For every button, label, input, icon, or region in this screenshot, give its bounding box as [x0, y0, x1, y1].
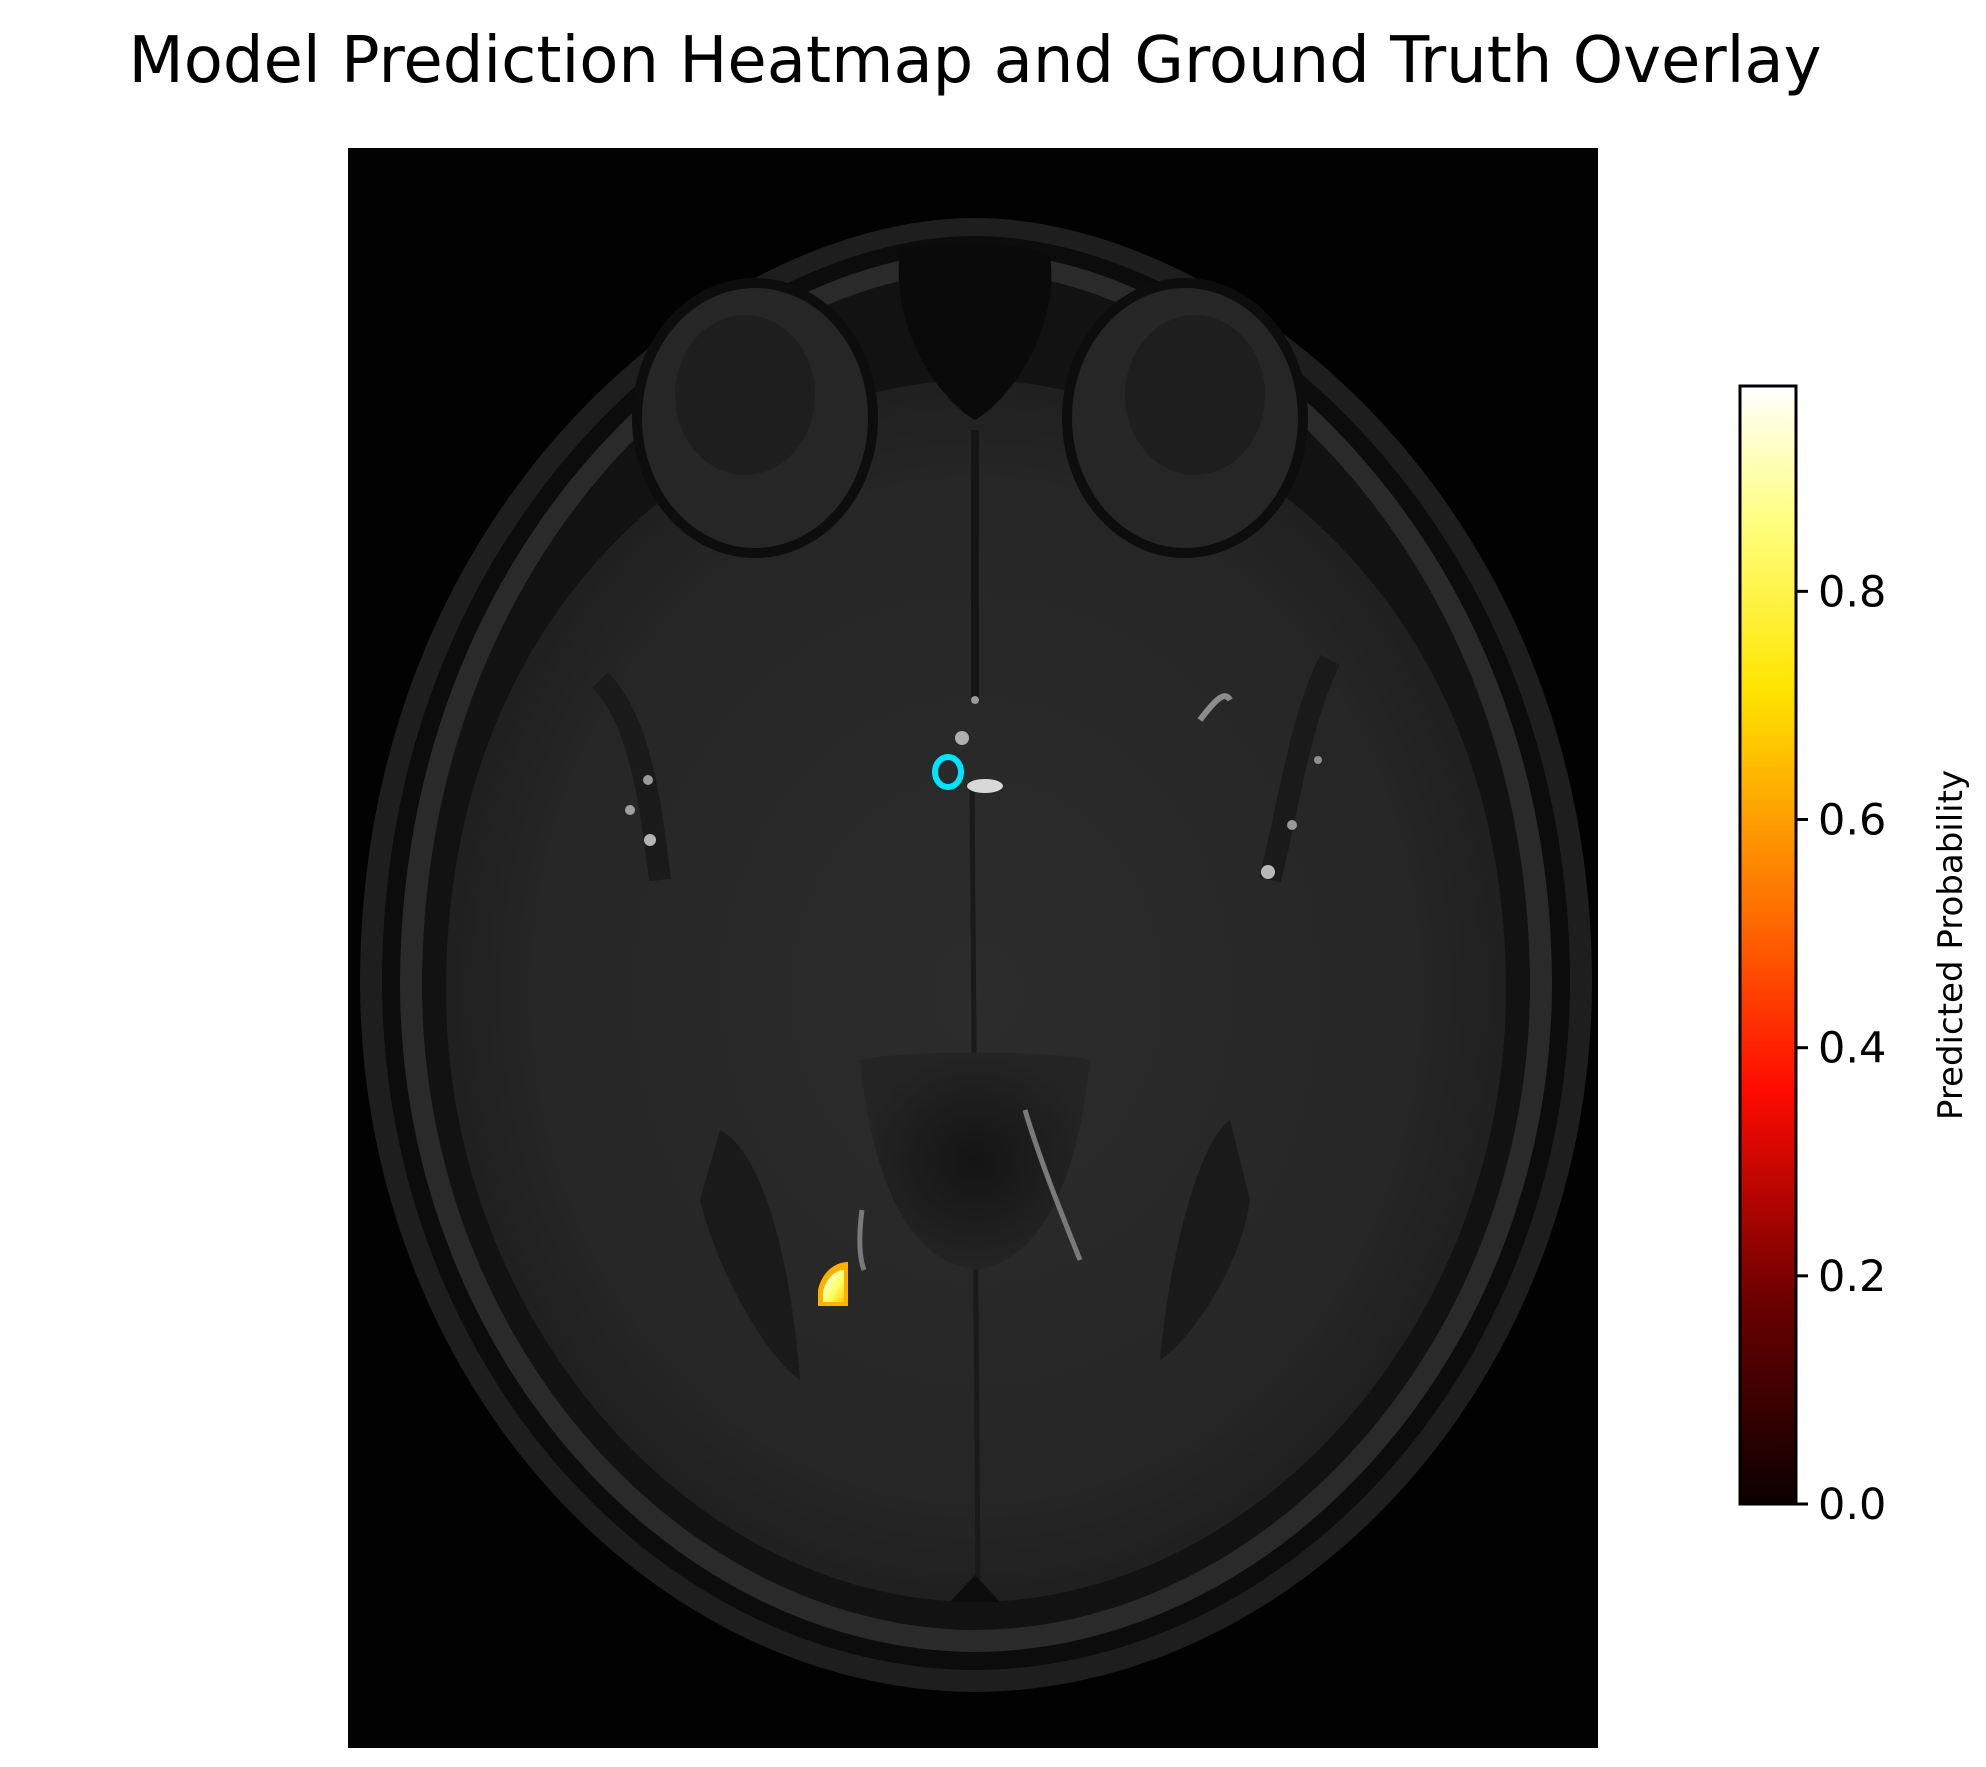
- colorbar-tick-label: 0.6: [1818, 796, 1886, 846]
- colorbar-ticks: 0.0 0.2 0.4 0.6 0.8: [1796, 567, 1886, 1530]
- colorbar-tick-label: 0.4: [1818, 1024, 1886, 1074]
- colorbar-label: Predicted Probability: [1931, 770, 1971, 1120]
- colorbar-tick-label: 0.0: [1818, 1480, 1886, 1530]
- brain-mri-slice: [360, 218, 1592, 1692]
- colorbar-tick-label: 0.2: [1818, 1252, 1886, 1302]
- ground-truth-outline: [932, 754, 964, 790]
- chart-title: Model Prediction Heatmap and Ground Trut…: [129, 24, 1822, 98]
- image-panel: [348, 148, 1598, 1748]
- prediction-hotspot: [818, 1262, 848, 1306]
- colorbar: 0.0 0.2 0.4 0.6 0.8 Predicted Probability: [1738, 384, 1971, 1530]
- colorbar-tick-label: 0.8: [1818, 567, 1886, 617]
- colorbar-gradient: [1738, 384, 1798, 1506]
